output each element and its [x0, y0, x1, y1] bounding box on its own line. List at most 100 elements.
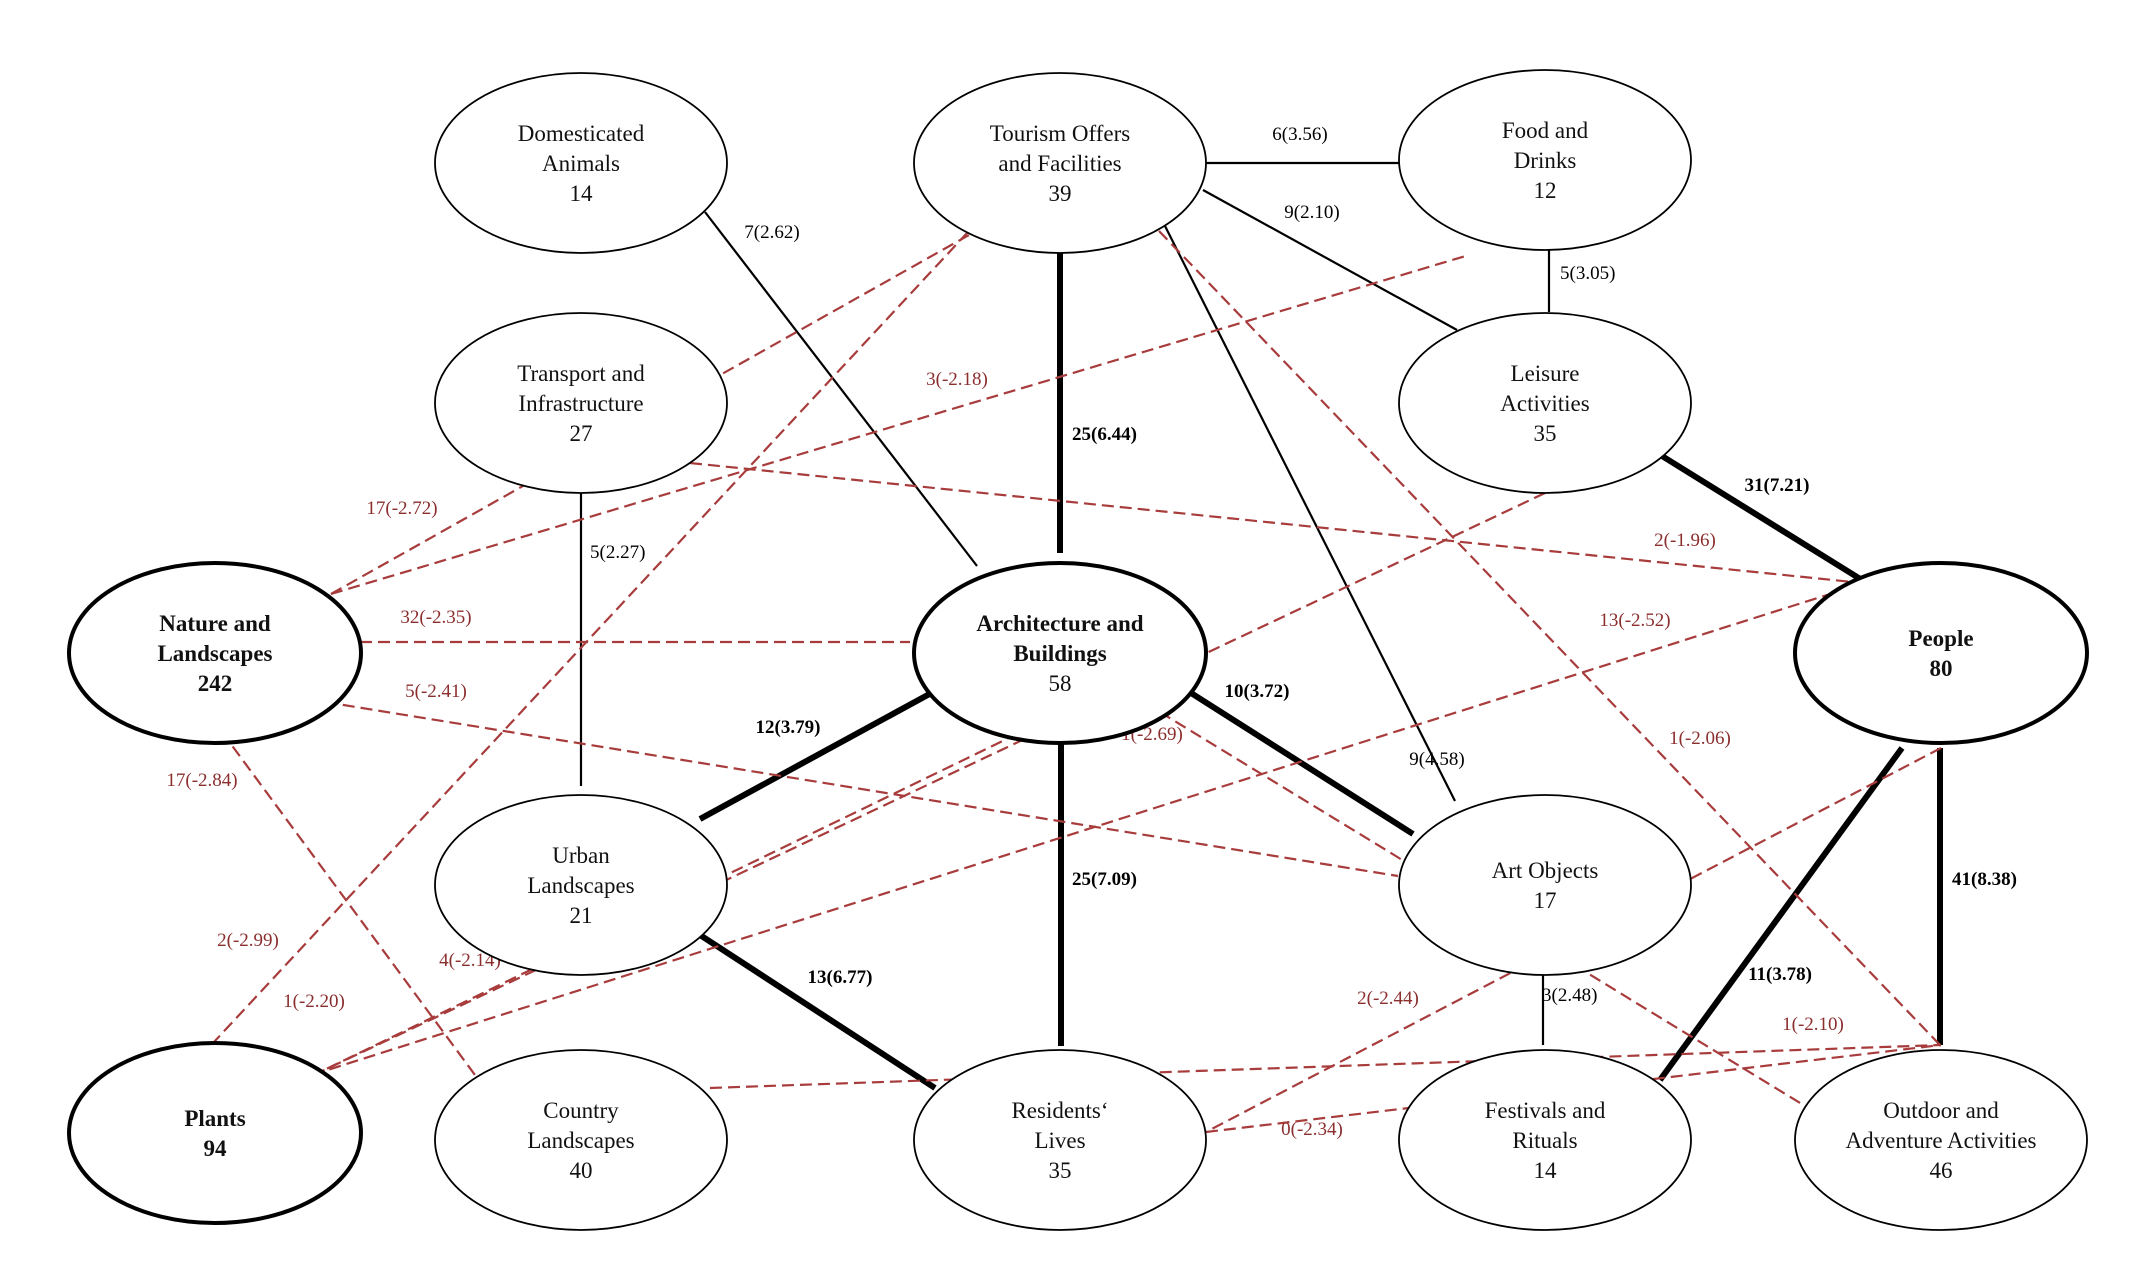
- edge-label-architecture-art: 10(3.72): [1225, 681, 1290, 702]
- node-title-line-tourism: and Facilities: [998, 151, 1121, 176]
- node-title-line-architecture: Buildings: [1013, 641, 1106, 666]
- edge-leisure-plants: [317, 492, 1546, 1074]
- node-title-line-tourism: Tourism Offers: [990, 121, 1130, 146]
- edge-label-tourism-architecture: 25(6.44): [1072, 424, 1137, 445]
- edge-label-transport-people: 2(-1.96): [1654, 530, 1716, 551]
- edge-label-transport-urban: 5(2.27): [590, 542, 645, 563]
- node-tourism: Tourism Offers and Facilities 39: [913, 72, 1207, 254]
- edge-label-people-plants: 13(-2.52): [1599, 610, 1670, 631]
- edge-label-people-outdoor: 41(8.38): [1952, 869, 2017, 890]
- edge-label-architecture-urban: 12(3.79): [756, 717, 821, 738]
- edge-tourism-plants: [213, 231, 969, 1043]
- node-title-line-food: Drinks: [1514, 148, 1577, 173]
- node-title-line-nature: Nature and: [159, 611, 271, 636]
- edge-label-leisure-people: 31(7.21): [1745, 475, 1810, 496]
- edge-domesticated-architecture: [704, 211, 978, 567]
- edge-label-nature-art: 5(-2.41): [405, 681, 467, 702]
- node-ellipse-architecture: [912, 561, 1208, 745]
- node-title-line-people: People: [1908, 626, 1973, 651]
- edge-people-plants: [317, 580, 1869, 1075]
- node-title-line-domesticated: Domesticated: [518, 121, 645, 146]
- node-ellipse-residents: [913, 1049, 1207, 1231]
- node-ellipse-plants: [67, 1041, 363, 1225]
- edge-architecture-art: [1178, 683, 1415, 837]
- node-title-line-art: Art Objects: [1492, 858, 1599, 883]
- node-title-line-residents: Lives: [1034, 1128, 1085, 1153]
- edges-layer: [213, 161, 1943, 1134]
- edge-nature-art: [324, 700, 1399, 878]
- node-count-urban: 21: [570, 903, 593, 928]
- node-ellipse-transport: [434, 312, 728, 494]
- node-title-line-domesticated: Animals: [542, 151, 620, 176]
- edge-urban-residents: [698, 932, 937, 1091]
- node-count-country: 40: [570, 1158, 593, 1183]
- node-title-line-country: Landscapes: [527, 1128, 634, 1153]
- edge-label-residents-outdoor: 0(-2.34): [1281, 1119, 1343, 1140]
- node-ellipse-festivals: [1398, 1049, 1692, 1231]
- edge-tourism-art: [1164, 225, 1456, 802]
- edge-country-outdoor: [709, 1043, 1942, 1090]
- edge-label-people-residents: 2(-2.44): [1357, 988, 1419, 1009]
- node-title-line-food: Food and: [1502, 118, 1589, 143]
- node-count-tourism: 39: [1049, 181, 1072, 206]
- edge-label-nature-architecture: 32(-2.35): [400, 607, 471, 628]
- node-count-residents: 35: [1049, 1158, 1072, 1183]
- node-count-people: 80: [1930, 656, 1953, 681]
- edge-label-tourism-plants: 2(-2.99): [217, 930, 279, 951]
- edge-label-tourism-leisure: 9(2.10): [1284, 202, 1339, 223]
- node-title-line-transport: Transport and: [517, 361, 645, 386]
- edge-labels-layer: 6(3.56) 9(2.10) 5(3.05) 7(2.62) 25(6.44) 9(4.…: [166, 124, 2017, 1140]
- node-ellipse-tourism: [913, 72, 1207, 254]
- node-ellipse-art: [1398, 794, 1692, 976]
- node-title-line-leisure: Activities: [1500, 391, 1589, 416]
- edge-nature-country: [221, 731, 476, 1076]
- node-count-architecture: 58: [1049, 671, 1072, 696]
- node-count-food: 12: [1534, 178, 1557, 203]
- node-count-nature: 242: [198, 671, 233, 696]
- edge-architecture-plants: [317, 654, 1181, 1074]
- node-title-line-outdoor: Outdoor and: [1883, 1098, 1999, 1123]
- node-ellipse-leisure: [1398, 312, 1692, 494]
- edge-label-tourism-food: 6(3.56): [1272, 124, 1327, 145]
- edge-label-nature-tourism: 17(-2.72): [366, 498, 437, 519]
- edge-label-nature-food: 3(-2.18): [926, 369, 988, 390]
- edge-label-people-festivals: 11(3.78): [1748, 964, 1812, 985]
- node-ellipse-outdoor: [1794, 1049, 2088, 1231]
- node-count-outdoor: 46: [1930, 1158, 1953, 1183]
- edge-label-architecture-residents: 25(7.09): [1072, 869, 1137, 890]
- edge-leisure-people: [1660, 453, 1872, 588]
- edge-transport-people: [689, 461, 1873, 586]
- node-count-festivals: 14: [1534, 1158, 1558, 1183]
- node-ellipse-food: [1398, 69, 1692, 251]
- node-title-line-festivals: Festivals and: [1485, 1098, 1606, 1123]
- node-ellipse-country: [434, 1049, 728, 1231]
- edge-label-domesticated-architecture: 7(2.62): [744, 222, 799, 243]
- node-title-line-urban: Urban: [552, 843, 610, 868]
- edge-tourism-leisure: [1202, 189, 1458, 331]
- edge-label-leisure-plants: 4(-2.14): [439, 950, 501, 971]
- node-title-line-transport: Infrastructure: [518, 391, 643, 416]
- node-ellipse-people: [1793, 561, 2089, 745]
- node-ellipse-urban: [434, 794, 728, 976]
- node-title-line-architecture: Architecture and: [976, 611, 1143, 636]
- node-count-transport: 27: [570, 421, 593, 446]
- node-ellipse-domesticated: [434, 72, 728, 254]
- edge-label-tourism-outdoor: 1(-2.06): [1669, 728, 1731, 749]
- edge-label-urban-residents: 13(6.77): [808, 967, 873, 988]
- edge-label-food-leisure: 5(3.05): [1560, 263, 1615, 284]
- edge-label-nature-country: 17(-2.84): [166, 770, 237, 791]
- node-title-line-residents: Residents‘: [1011, 1098, 1108, 1123]
- edge-label-country-outdoor: 1(-2.10): [1782, 1014, 1844, 1035]
- edge-label-tourism-art: 9(4.58): [1409, 749, 1464, 770]
- node-residents: Residents‘ Lives 35: [913, 1049, 1207, 1231]
- node-title-line-festivals: Rituals: [1512, 1128, 1577, 1153]
